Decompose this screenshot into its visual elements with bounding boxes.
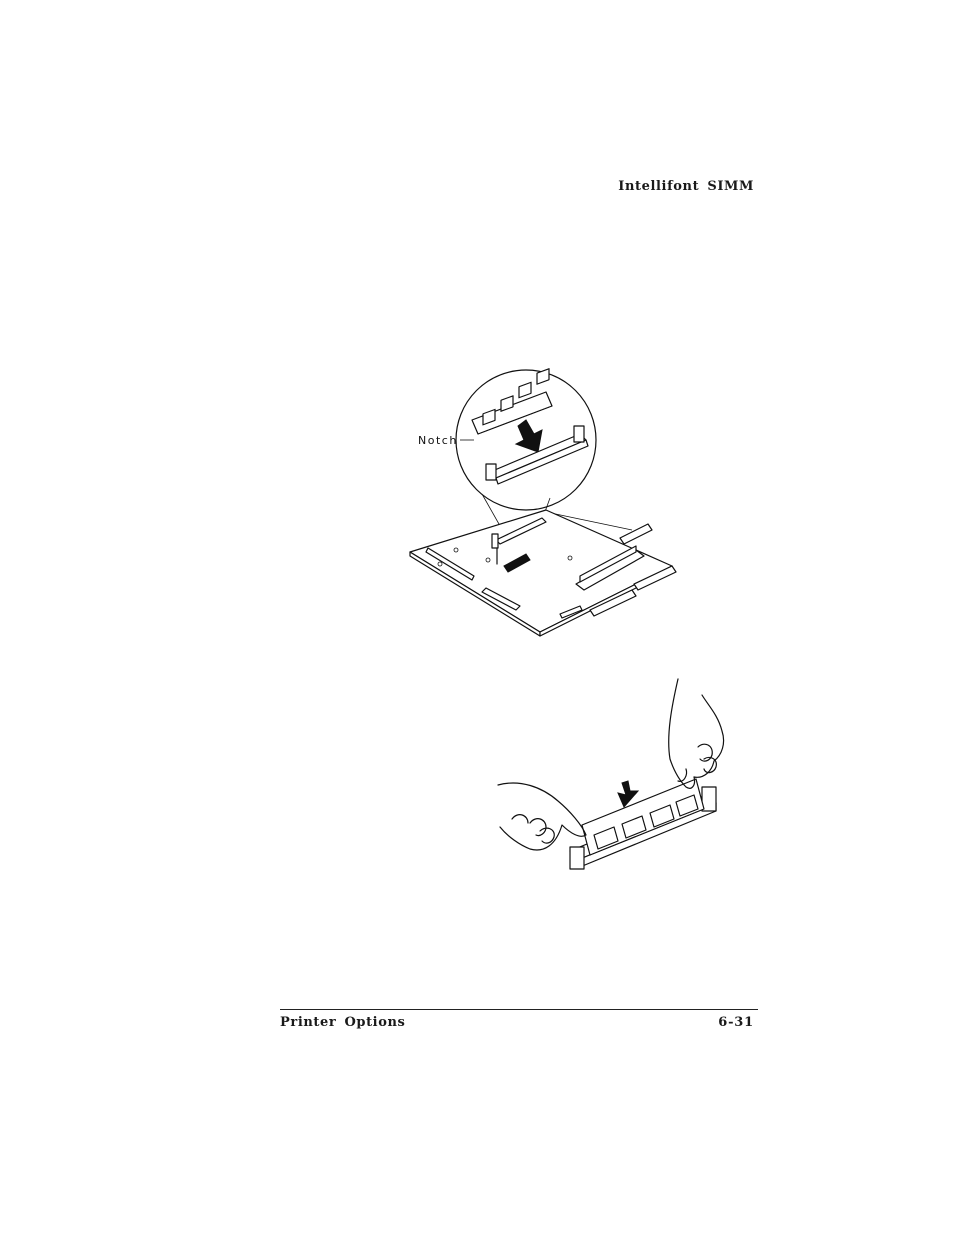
motherboard-icon xyxy=(410,510,676,636)
notch-label: Notch xyxy=(418,434,458,447)
simm-module-icon xyxy=(582,779,704,855)
simm-motherboard-figure: Notch xyxy=(400,370,700,640)
simm-seating-figure xyxy=(490,675,750,895)
left-hand-icon xyxy=(498,783,586,850)
footer-chapter: Printer Options xyxy=(280,1015,405,1030)
footer-rule xyxy=(280,1009,758,1010)
running-header: Intellifont SIMM xyxy=(618,179,754,194)
page-number: 6-31 xyxy=(718,1015,754,1030)
right-hand-icon xyxy=(669,679,724,788)
